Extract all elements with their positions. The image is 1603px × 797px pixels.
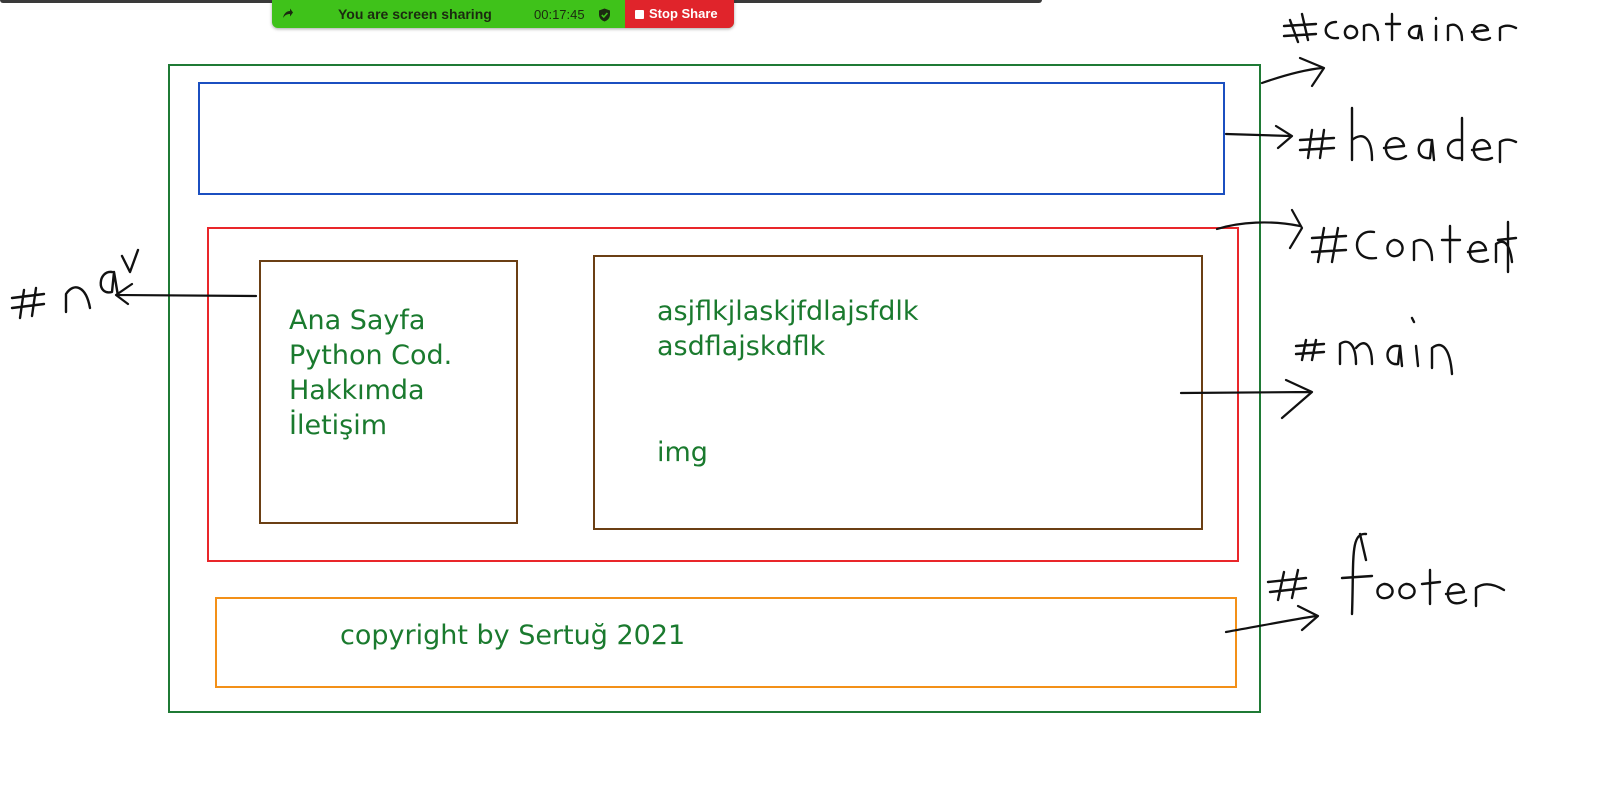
stop-share-label: Stop Share bbox=[649, 6, 718, 21]
content-box bbox=[207, 227, 1239, 562]
nav-item-hakkimda: Hakkımda bbox=[289, 375, 425, 406]
footer-copyright: copyright by Sertuğ 2021 bbox=[340, 620, 686, 651]
nav-item-python-cod: Python Cod. bbox=[289, 340, 453, 371]
content-arrow bbox=[1215, 208, 1304, 250]
main-img-placeholder: img bbox=[657, 437, 708, 468]
stop-icon bbox=[635, 10, 644, 19]
label-container-handwritten bbox=[1282, 12, 1518, 44]
share-status-text: You are screen sharing bbox=[338, 6, 492, 22]
container-arrow bbox=[1260, 56, 1326, 88]
container-box bbox=[168, 64, 1261, 713]
shield-check-icon bbox=[599, 8, 610, 22]
label-nav-handwritten bbox=[10, 248, 140, 320]
label-main-handwritten bbox=[1294, 316, 1454, 376]
nav-item-ana-sayfa: Ana Sayfa bbox=[289, 305, 426, 336]
nav-arrow bbox=[114, 282, 258, 306]
nav-box bbox=[259, 260, 518, 524]
label-footer-handwritten bbox=[1266, 532, 1506, 616]
label-header-handwritten bbox=[1298, 106, 1518, 164]
nav-item-iletisim: İletişim bbox=[289, 410, 388, 441]
header-box bbox=[198, 82, 1225, 195]
main-text-line-1: asjflkjlaskjfdlajsfdlk bbox=[657, 296, 919, 327]
share-timer: 00:17:45 bbox=[534, 7, 585, 22]
label-content-handwritten bbox=[1310, 220, 1518, 274]
footer-arrow bbox=[1224, 604, 1320, 634]
header-arrow bbox=[1224, 124, 1294, 150]
screen-share-bar: You are screen sharing 00:17:45 Stop Sha… bbox=[272, 0, 734, 28]
stop-share-button[interactable]: Stop Share bbox=[625, 0, 734, 28]
main-text-line-2: asdflajskdflk bbox=[657, 331, 826, 362]
main-arrow bbox=[1179, 378, 1314, 420]
footer-box bbox=[215, 597, 1237, 688]
share-arrow-icon bbox=[283, 8, 293, 18]
